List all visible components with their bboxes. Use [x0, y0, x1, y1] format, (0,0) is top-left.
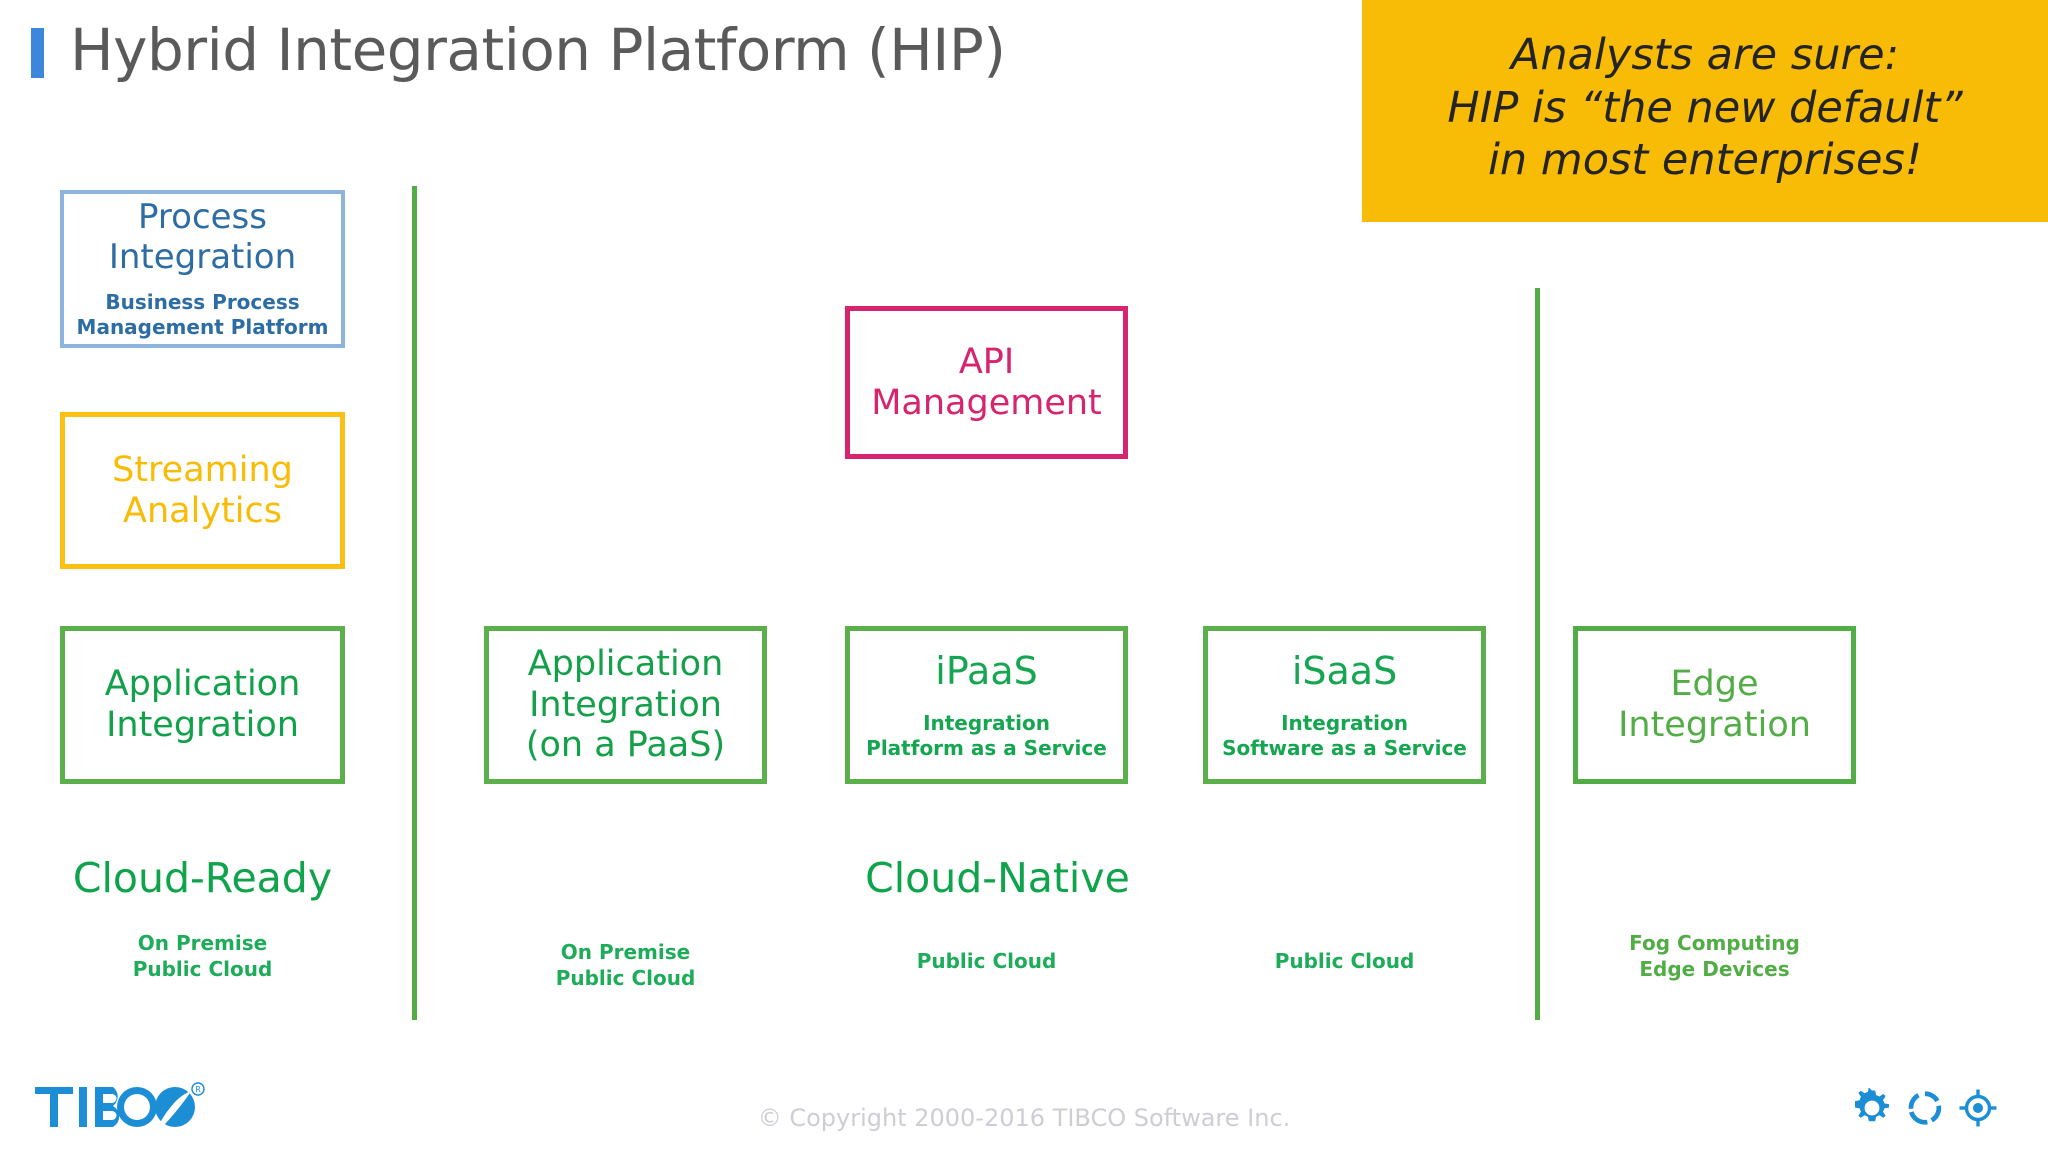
category-label-cloud-ready: Cloud-Ready [72, 854, 333, 902]
box-process-integration-title: Process Integration [108, 197, 297, 278]
box-ipaas[interactable]: iPaaS Integration Platform as a Service [845, 626, 1128, 784]
divider-left [412, 186, 417, 1020]
box-streaming-analytics-title: Streaming Analytics [112, 450, 293, 532]
box-title-line-1: Application [527, 643, 724, 684]
box-title-line-2: Integration [1618, 705, 1811, 745]
box-sub-line-2: Management Platform [76, 314, 329, 339]
box-process-integration[interactable]: Process Integration Business Process Man… [60, 190, 345, 348]
box-sub-line-2: Platform as a Service [866, 736, 1107, 761]
box-title-line-1: API [958, 341, 1015, 382]
footnote-edge-integration: Fog Computing Edge Devices [1573, 930, 1856, 982]
footnote-line-1: On Premise [560, 940, 691, 964]
box-title-line-1: Process [138, 197, 267, 238]
footnote-line-1: Public Cloud [1274, 949, 1415, 973]
footnote-line-2: Public Cloud [132, 957, 273, 981]
box-application-integration[interactable]: Application Integration [60, 626, 345, 784]
box-edge-integration-title: Edge Integration [1618, 664, 1811, 746]
footnote-line-1: On Premise [137, 931, 268, 955]
box-isaas-subtitle: Integration Software as a Service [1222, 711, 1467, 761]
box-title-line-3: (on a PaaS) [525, 725, 726, 766]
footnote-line-1: Fog Computing [1629, 931, 1800, 955]
footnote-ipaas: Public Cloud [845, 948, 1128, 974]
analyst-callout: Analysts are sure: HIP is “the new defau… [1362, 0, 2048, 222]
box-application-integration-paas-title: Application Integration (on a PaaS) [526, 644, 725, 767]
box-title-line-2: Analytics [123, 490, 282, 531]
box-sub-line-1: Integration [923, 711, 1050, 736]
footnote-line-2: Public Cloud [555, 966, 696, 990]
callout-line-1: Analysts are sure: [1510, 30, 1900, 81]
box-title-line-2: Integration [529, 684, 722, 725]
footnote-line-1: Public Cloud [916, 949, 1057, 973]
footnote-cloud-ready: On Premise Public Cloud [60, 930, 345, 982]
copyright-text: © Copyright 2000-2016 TIBCO Software Inc… [757, 1104, 1291, 1132]
box-title-line-2: Management [871, 382, 1102, 423]
svg-text:R: R [195, 1085, 201, 1094]
box-streaming-analytics[interactable]: Streaming Analytics [60, 412, 345, 569]
box-title-line-1: Edge [1670, 664, 1759, 705]
gear-icon[interactable] [1852, 1088, 1892, 1128]
box-application-integration-paas[interactable]: Application Integration (on a PaaS) [484, 626, 767, 784]
footnote-isaas: Public Cloud [1203, 948, 1486, 974]
title-accent-bar [31, 28, 44, 78]
category-label-cloud-native: Cloud-Native [865, 854, 1130, 902]
footnote-application-integration-paas: On Premise Public Cloud [484, 939, 767, 991]
tibco-logo: R [35, 1082, 205, 1132]
box-title-line-2: Integration [108, 237, 297, 277]
box-title-line-1: Streaming [112, 449, 293, 490]
callout-line-2: HIP is “the new default” [1447, 82, 1963, 133]
box-title-line-1: Application [104, 664, 301, 705]
callout-line-3: in most enterprises! [1487, 135, 1923, 186]
box-application-integration-title: Application Integration [105, 664, 301, 746]
box-process-integration-subtitle: Business Process Management Platform [77, 290, 329, 340]
box-title-line-2: Integration [106, 705, 299, 745]
box-ipaas-subtitle: Integration Platform as a Service [866, 711, 1107, 761]
box-sub-line-1: Business Process [105, 289, 300, 314]
page-title: Hybrid Integration Platform (HIP) [70, 16, 1006, 84]
box-sub-line-2: Software as a Service [1222, 736, 1467, 761]
loop-icon[interactable] [1906, 1089, 1944, 1127]
footer-icon-group [1852, 1084, 2032, 1132]
box-isaas[interactable]: iSaaS Integration Software as a Service [1203, 626, 1486, 784]
divider-right [1535, 288, 1540, 1020]
box-sub-line-1: Integration [1281, 711, 1408, 736]
box-api-management-title: API Management [871, 342, 1102, 424]
box-api-management[interactable]: API Management [845, 306, 1128, 459]
footnote-line-2: Edge Devices [1639, 957, 1790, 981]
box-ipaas-title: iPaaS [935, 648, 1038, 693]
box-isaas-title: iSaaS [1291, 648, 1398, 693]
box-edge-integration[interactable]: Edge Integration [1573, 626, 1856, 784]
target-icon[interactable] [1958, 1088, 1998, 1128]
